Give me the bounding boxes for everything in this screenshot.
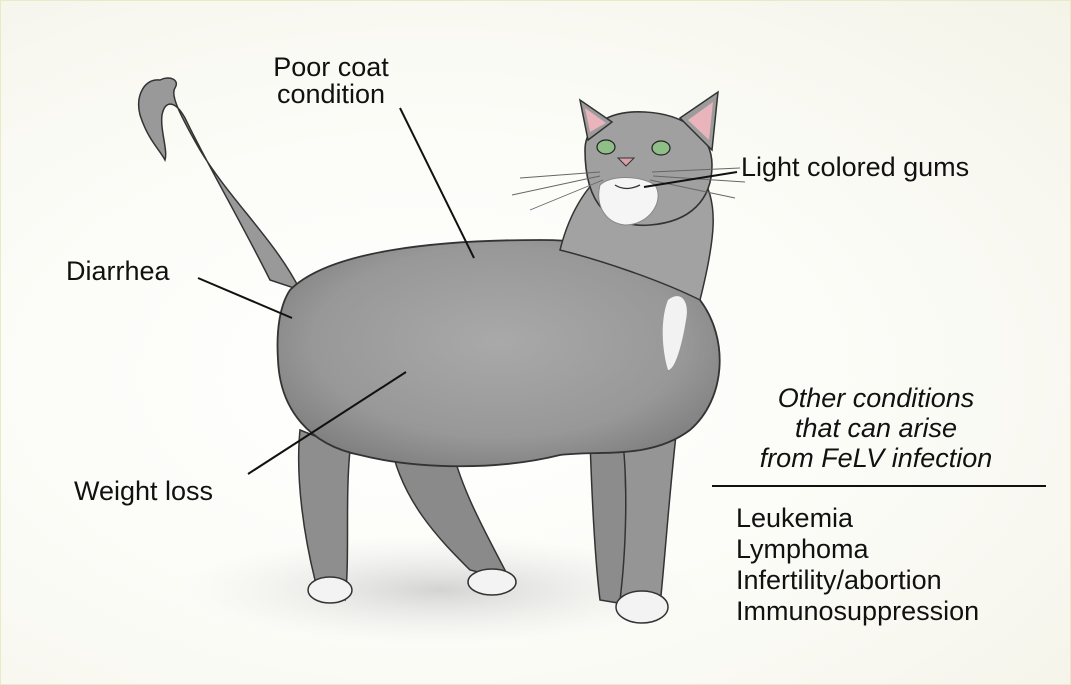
other-conditions-title-line: Other conditions [706, 383, 1046, 413]
label-light-colored-gums: Light colored gums [741, 154, 969, 181]
cat-paw-back-right [468, 569, 516, 595]
label-poor-coat-line1: Poor coat [256, 54, 406, 81]
cat-paw-back-left [308, 577, 352, 603]
leader-line-diarrhea [198, 278, 292, 318]
label-diarrhea: Diarrhea [66, 258, 170, 285]
label-poor-coat-condition: Poor coat condition [256, 54, 406, 108]
other-conditions-divider [712, 485, 1046, 487]
cat-eye-right [652, 141, 670, 155]
list-item: Immunosuppression [736, 596, 1046, 627]
label-poor-coat-line2: condition [256, 81, 406, 108]
cat-paw-front-right [616, 591, 668, 623]
other-conditions-title: Other conditions that can arise from FeL… [706, 383, 1046, 473]
label-weight-loss: Weight loss [74, 478, 213, 505]
list-item: Infertility/abortion [736, 565, 1046, 596]
other-conditions-panel: Other conditions that can arise from FeL… [706, 383, 1046, 627]
other-conditions-title-line: from FeLV infection [706, 443, 1046, 473]
cat-eye-left [597, 140, 615, 154]
list-item: Lymphoma [736, 534, 1046, 565]
leader-line-coat [400, 108, 474, 258]
other-conditions-title-line: that can arise [706, 413, 1046, 443]
other-conditions-list: Leukemia Lymphoma Infertility/abortion I… [706, 503, 1046, 627]
list-item: Leukemia [736, 503, 1046, 534]
